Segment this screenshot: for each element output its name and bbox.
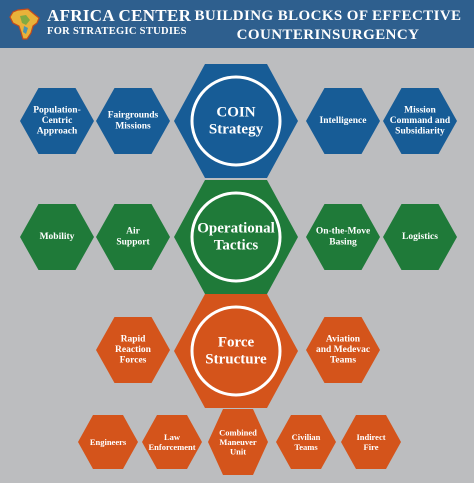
block-hex-air-support-label-line: Support [116,237,150,247]
africa-map-icon [9,8,40,40]
block-hex-mission-command-and-subsidiarity-label-line: Command and [390,116,451,126]
block-hex-combined-maneuver-unit-label-line: Combined [219,427,257,437]
block-hex-air-support-shape [96,204,170,270]
block-hex-indirect-fire-label-line: Fire [364,442,379,452]
page-title-line2: COUNTERINSURGENCY [236,27,420,43]
block-hex-logistics-shape [383,204,457,270]
block-hex-mission-command-and-subsidiarity-label-line: Mission [404,105,436,115]
block-hex-engineers-label-line: Engineers [90,437,127,447]
header-banner: AFRICA CENTER FOR STRATEGIC STUDIES BUIL… [0,0,474,48]
block-hex-aviation-and-medevac-teams-label-line: and Medevac [316,345,370,355]
org-subtitle: FOR STRATEGIC STUDIES [47,26,187,37]
block-hex-on-the-move-basing-label-line: On-the-Move [316,227,370,237]
block-hex-law-enforcement-label-line: Law [164,432,181,442]
block-hex-civilian-teams-shape [276,415,336,469]
block-hex-fairgrounds-missions-label-line: Fairgrounds [108,111,159,121]
block-hex-mobility: Mobility [20,204,94,270]
block-hex-intelligence-shape [306,88,380,154]
org-name: AFRICA CENTER [47,6,192,25]
block-hex-civilian-teams-label-line: Teams [294,442,318,452]
block-hex-civilian-teams-label-line: Civilian [292,432,321,442]
central-hex-force-structure-shape [174,294,298,408]
block-hex-law-enforcement-label-line: Enforcement [148,442,195,452]
block-hex-aviation-and-medevac-teams-shape [306,317,380,383]
block-hex-intelligence-label-line: Intelligence [320,116,367,126]
central-hex-force-structure-ring [190,305,282,397]
block-hex-mission-command-and-subsidiarity-label-line: Subsidiarity [395,127,445,137]
block-hex-on-the-move-basing-label-line: Basing [329,237,357,247]
block-hex-intelligence: Intelligence [306,88,380,154]
block-hex-fairgrounds-missions-label-line: Missions [115,121,151,131]
central-hex-coin-strategy-label-line: Strategy [209,121,264,137]
page-title-line1: BUILDING BLOCKS OF EFFECTIVE [194,8,462,24]
block-hex-population-centric-approach-label-line: Centric [42,116,73,126]
central-hex-coin-strategy-ring [190,75,282,167]
central-hex-force-structure-label-line: Structure [205,351,267,367]
central-hex-coin-strategy-shape [174,64,298,178]
block-hex-mobility-shape [20,204,94,270]
block-hex-mission-command-and-subsidiarity-shape [383,88,457,154]
block-hex-population-centric-approach-label-line: Population- [33,105,81,115]
block-hex-logistics-label-line: Logistics [402,232,438,242]
block-hex-population-centric-approach-shape [20,88,94,154]
block-hex-rapid-reaction-forces-label-line: Reaction [115,345,152,355]
central-hex-force-structure-label-line: Force [218,335,255,351]
block-hex-indirect-fire-label-line: Indirect [356,432,385,442]
central-hex-coin-strategy-label-line: COIN [216,105,255,121]
central-hex-operational-tactics-shape [174,180,298,294]
block-hex-rapid-reaction-forces-shape [96,317,170,383]
block-hex-population-centric-approach-label-line: Approach [37,127,78,137]
block-hex-aviation-and-medevac-teams-label-line: Teams [330,356,356,366]
block-hex-mobility-label-line: Mobility [40,232,75,242]
block-hex-fairgrounds-missions-shape [96,88,170,154]
block-hex-indirect-fire-shape [341,415,401,469]
block-hex-combined-maneuver-unit-shape [208,409,268,475]
block-hex-air-support-label-line: Air [126,227,141,237]
block-hex-on-the-move-basing-shape [306,204,380,270]
block-hex-rapid-reaction-forces-label-line: Rapid [121,334,147,344]
block-hex-engineers: Engineers [78,415,138,469]
block-hex-logistics: Logistics [383,204,457,270]
central-hex-operational-tactics-label-line: Tactics [214,237,259,253]
block-hex-aviation-and-medevac-teams-label-line: Aviation [326,334,361,344]
central-hex-operational-tactics-label-line: Operational [197,221,275,237]
block-hex-law-enforcement-shape [142,415,202,469]
block-hex-combined-maneuver-unit-label-line: Maneuver [219,437,257,447]
block-hex-combined-maneuver-unit-label-line: Unit [230,447,246,457]
block-hex-engineers-shape [78,415,138,469]
block-hex-rapid-reaction-forces-label-line: Forces [120,356,147,366]
central-hex-operational-tactics-ring [190,191,282,283]
